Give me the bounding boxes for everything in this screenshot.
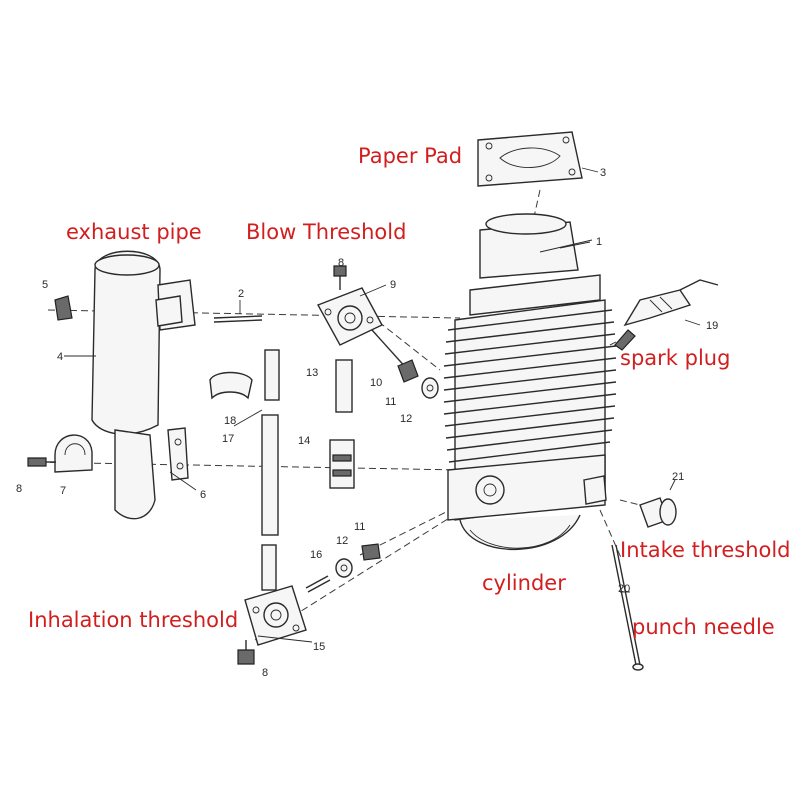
part-number-10: 10 [370,377,382,389]
clip-18 [209,371,253,400]
label-cylinder: cylinder [482,571,566,595]
part-number-11-upper: 11 [385,396,396,408]
label-blow-threshold: Blow Threshold [246,220,407,244]
part-number-15: 15 [313,641,325,653]
screw-8-top [333,265,347,290]
check-valve-14 [329,439,355,489]
screw-8-bottom [237,640,255,665]
part-number-20: 20 [618,583,630,595]
punch-needle-part [611,544,644,671]
label-paper-pad: Paper Pad [358,144,463,168]
part-number-8-bottom: 8 [262,667,268,679]
part-number-14: 14 [298,435,310,447]
part-number-1: 1 [596,236,602,248]
part-number-8-left: 8 [16,483,22,495]
part-number-5: 5 [42,279,48,291]
part-number-16: 16 [310,549,322,561]
part-number-9: 9 [390,279,396,291]
leader-lines [64,239,701,643]
cylinder-body [443,213,617,551]
bracket-6 [167,427,189,481]
label-punch-needle: punch needle [632,615,775,639]
label-intake-threshold: Intake threshold [620,538,791,562]
label-spark-plug: spark plug [620,346,731,370]
spark-plug [614,279,719,351]
tube-17 [261,349,280,591]
exhaust-pipe-part [91,250,196,520]
part-number-12-upper: 12 [400,413,412,425]
fitting-10-11-12-upper [397,359,439,399]
blow-valve-body [317,287,409,371]
part-number-13: 13 [306,367,318,379]
part-number-17: 17 [222,433,234,445]
inhalation-valve-body [244,585,307,646]
part-number-7: 7 [60,485,66,497]
cooling-fins [443,309,617,463]
paper-pad-gasket [477,131,599,187]
clamp-7 [54,434,93,473]
intake-fitting [639,497,677,528]
part-number-4: 4 [57,351,63,363]
part-number-19: 19 [706,320,718,332]
fitting-11-12-16-lower [305,543,381,593]
part-number-21: 21 [672,471,684,483]
part-number-12-lower: 12 [336,535,348,547]
part-number-18: 18 [224,415,236,427]
spring-13 [335,359,353,413]
part-number-6: 6 [200,489,206,501]
screw-8-left [27,457,56,467]
part-number-11-lower: 11 [354,521,365,533]
part-number-3: 3 [600,167,606,179]
part-number-8-top: 8 [338,257,344,269]
label-inhalation-threshold: Inhalation threshold [28,608,239,632]
part-numbers: 1 2 3 4 5 6 7 8 8 8 9 10 11 11 12 12 13 … [16,167,718,679]
part-number-2: 2 [238,288,244,300]
fitting-5 [54,295,73,321]
label-exhaust-pipe: exhaust pipe [66,220,202,244]
pin-2 [213,315,263,323]
